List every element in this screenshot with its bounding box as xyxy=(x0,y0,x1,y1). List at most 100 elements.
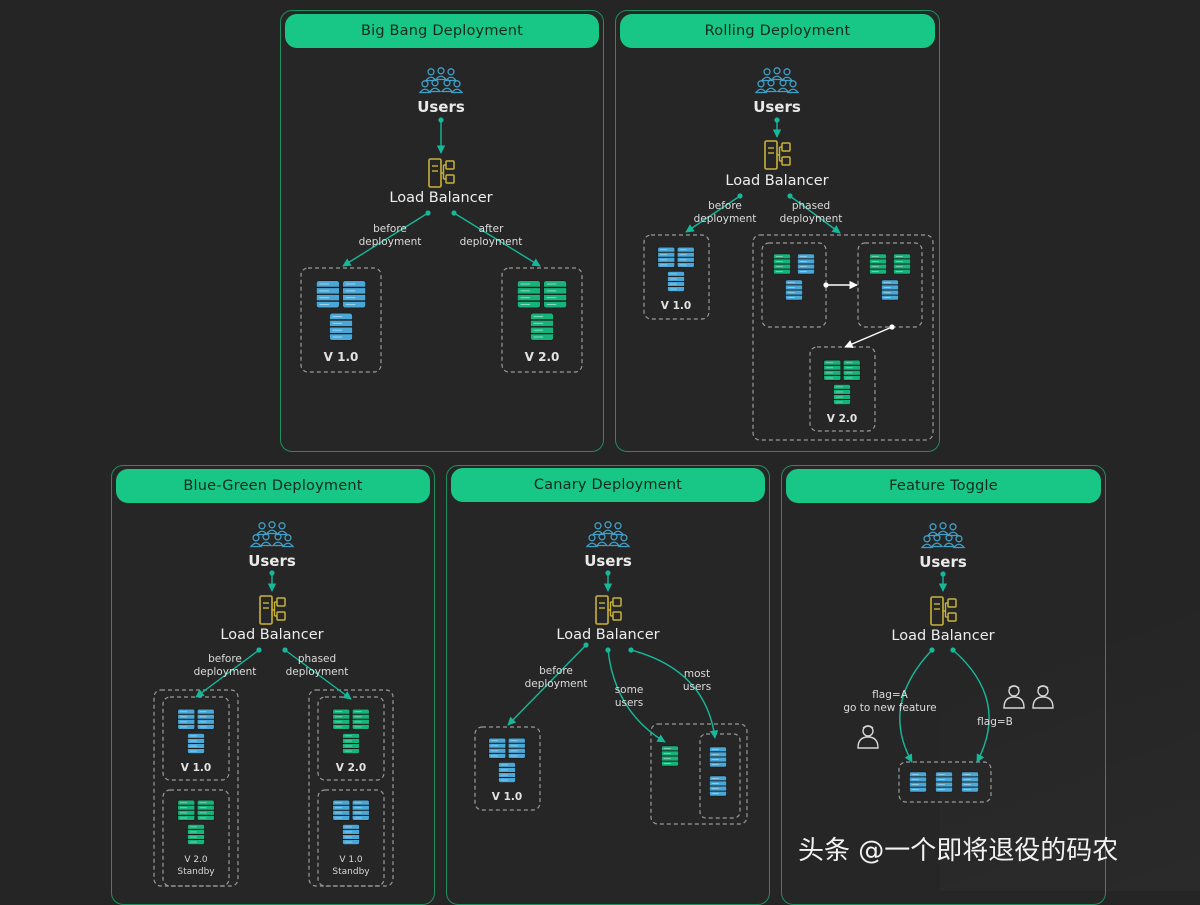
edge-users-to-load-balancer xyxy=(436,117,446,154)
v1-server-3 xyxy=(667,270,685,293)
panel-title-feature-toggle: Feature Toggle xyxy=(786,469,1101,503)
step2-server-1 xyxy=(869,253,887,275)
load-balancer-icon xyxy=(930,596,957,626)
users-label: Users xyxy=(584,552,632,570)
edge-users-to-load-balancer xyxy=(267,570,277,592)
panel-canary xyxy=(446,465,770,905)
edge-rolling-step-1-to-2 xyxy=(823,280,858,290)
users-icon xyxy=(585,521,631,548)
v1-server-2 xyxy=(676,246,695,268)
load-balancer-icon xyxy=(428,158,455,188)
version-label-v1-standby: V 1.0 Standby xyxy=(332,855,370,877)
edge-users-to-load-balancer xyxy=(938,571,948,592)
users-label: Users xyxy=(919,553,967,571)
version-label-v1: V 1.0 xyxy=(180,762,212,774)
server-group-v2-standby xyxy=(162,789,230,887)
v1-server-3 xyxy=(329,312,353,341)
feature-server-group xyxy=(898,761,992,803)
step2-server-2 xyxy=(893,253,911,275)
server-group-v1 xyxy=(474,726,541,811)
load-balancer-label: Load Balancer xyxy=(556,627,660,643)
users-icon xyxy=(920,522,966,549)
canary-server xyxy=(661,745,679,767)
v1-server-3 xyxy=(498,761,516,784)
users-label: Users xyxy=(417,98,465,116)
v1-standby-server-2 xyxy=(351,799,370,821)
user-icon xyxy=(1003,685,1025,709)
user-icon xyxy=(857,725,879,749)
step1-server-2 xyxy=(797,253,815,275)
rolling-step-1 xyxy=(761,242,827,328)
feature-server-1 xyxy=(909,771,927,793)
edge-some-users xyxy=(605,647,666,743)
edge-label-phased-deployment: phased deployment xyxy=(779,200,843,225)
panel-title-big-bang: Big Bang Deployment xyxy=(285,14,599,48)
version-label-v1: V 1.0 xyxy=(323,350,359,364)
v2-server-1 xyxy=(823,359,842,381)
user-icon xyxy=(1032,685,1054,709)
edge-label-most-users: most users xyxy=(682,668,712,693)
v1-standby-server-3 xyxy=(342,823,360,846)
step1-server-3 xyxy=(785,279,803,301)
edge-users-to-load-balancer xyxy=(772,117,782,138)
server-group-v1-standby xyxy=(317,789,385,887)
v1-server-1 xyxy=(177,708,196,730)
load-balancer-label: Load Balancer xyxy=(891,628,995,644)
users-label: Users xyxy=(753,98,801,116)
edge-label-before-deployment: before deployment xyxy=(524,665,588,690)
load-balancer-label: Load Balancer xyxy=(389,190,493,206)
green-group xyxy=(308,689,394,887)
load-balancer-icon xyxy=(595,595,622,625)
canary-group xyxy=(650,723,748,825)
load-balancer-label: Load Balancer xyxy=(725,173,829,189)
feature-server-3 xyxy=(961,771,979,793)
server-group-most-users xyxy=(699,733,741,819)
version-label-v2: V 2.0 xyxy=(335,762,367,774)
server-group-v2 xyxy=(501,267,583,373)
edge-label-flag-b: flag=B xyxy=(977,716,1013,728)
users-icon xyxy=(754,67,800,94)
v2-standby-server-3 xyxy=(187,823,205,846)
v1-server-1 xyxy=(488,737,507,759)
v1-server-3 xyxy=(187,732,205,755)
server-group-v1 xyxy=(162,696,230,781)
panel-big-bang xyxy=(280,10,604,452)
version-label-v1: V 1.0 xyxy=(491,791,523,803)
v2-standby-server-1 xyxy=(177,799,196,821)
edge-users-to-load-balancer xyxy=(603,570,613,592)
version-label-v2: V 2.0 xyxy=(826,413,858,425)
edge-phased-deployment xyxy=(787,193,841,234)
v2-server-3 xyxy=(530,312,554,341)
server-group-v1 xyxy=(300,267,382,373)
edge-flag-b xyxy=(950,647,990,763)
load-balancer-icon xyxy=(764,140,791,170)
server-group-v2 xyxy=(809,346,876,432)
panel-feature-toggle xyxy=(781,465,1106,905)
edge-label-before-deployment: before deployment xyxy=(193,653,257,678)
v2-server-2 xyxy=(351,708,370,730)
edge-label-before-deployment: before deployment xyxy=(693,200,757,225)
v2-server-3 xyxy=(342,732,360,755)
edge-before-deployment xyxy=(195,647,262,698)
v2-server-3 xyxy=(833,383,851,406)
v2-server-1 xyxy=(332,708,351,730)
load-balancer-label: Load Balancer xyxy=(220,627,324,643)
edge-label-before-deployment: before deployment xyxy=(358,223,422,248)
edge-label-some-users: some users xyxy=(614,684,644,709)
edge-label-phased-deployment: phased deployment xyxy=(285,653,349,678)
most-users-server-2 xyxy=(709,775,727,797)
server-group-v2 xyxy=(317,696,385,781)
server-group-v1 xyxy=(643,234,710,320)
step1-server-1 xyxy=(773,253,791,275)
load-balancer-icon xyxy=(259,595,286,625)
v1-server-2 xyxy=(507,737,526,759)
v1-server-1 xyxy=(315,280,340,309)
edge-before-deployment xyxy=(507,642,589,726)
v1-server-2 xyxy=(342,280,367,309)
edge-label-flag-a: flag=A go to new feature xyxy=(843,689,937,714)
version-label-v2: V 2.0 xyxy=(524,350,560,364)
version-label-v2-standby: V 2.0 Standby xyxy=(177,855,215,877)
edge-label-after-deployment: after deployment xyxy=(459,223,523,248)
